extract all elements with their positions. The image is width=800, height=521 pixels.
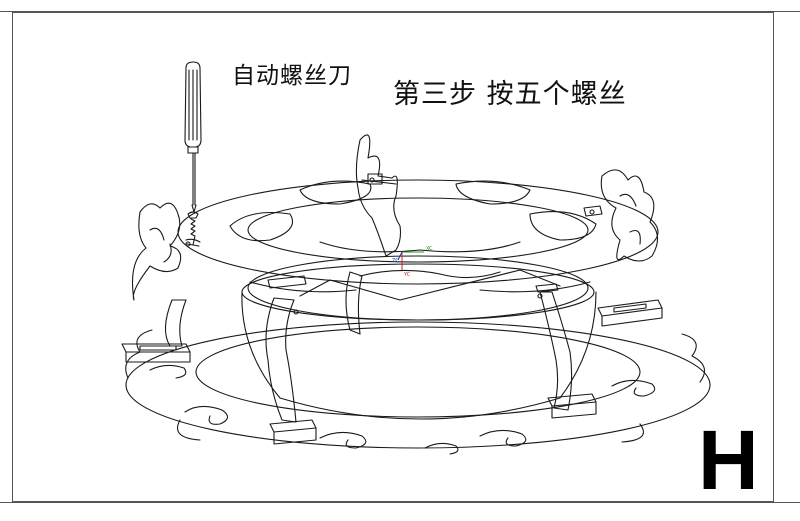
drum-body [241, 291, 597, 420]
screwdriver-icon [184, 61, 202, 247]
flame-left [131, 202, 182, 301]
bracket [547, 393, 597, 419]
bracket [269, 419, 317, 445]
axis-label-x: XC [426, 246, 433, 252]
base-ring-inner [195, 326, 641, 418]
bracket [597, 299, 663, 327]
axis-label-z: ZC [392, 258, 399, 264]
base-swirl [149, 364, 187, 379]
flame-right [600, 169, 659, 262]
base-swirl [479, 429, 527, 447]
strut-right [539, 291, 573, 411]
screw-point [369, 177, 375, 183]
strut-center [345, 271, 363, 335]
top-border-rule [0, 0, 800, 12]
bracket [267, 205, 603, 293]
screwdriver-label: 自动螺丝刀 [232, 63, 352, 89]
top-ring-inner [247, 197, 589, 263]
middle-plate [247, 255, 589, 321]
base-swirl [184, 405, 229, 425]
step-letter: H [698, 413, 759, 507]
crown-center [355, 134, 402, 257]
screw-point [537, 293, 543, 299]
screw-point [293, 309, 299, 315]
base-swirl [424, 442, 459, 455]
screw-point [589, 209, 595, 215]
screw-point [185, 241, 191, 247]
drawing-frame [12, 12, 774, 502]
axis-label-y: YC [403, 272, 411, 278]
coordinate-axes-icon: XC YC ZC [392, 246, 433, 278]
bracket [121, 343, 191, 363]
base-swirl [611, 379, 656, 397]
base-swirl [319, 431, 367, 449]
base-ring-outer [125, 321, 711, 449]
bottom-border-rule [0, 502, 800, 521]
step-instruction: 第三步 按五个螺丝 [393, 79, 627, 110]
strut-left [265, 297, 297, 423]
top-ring-outer [177, 179, 659, 285]
